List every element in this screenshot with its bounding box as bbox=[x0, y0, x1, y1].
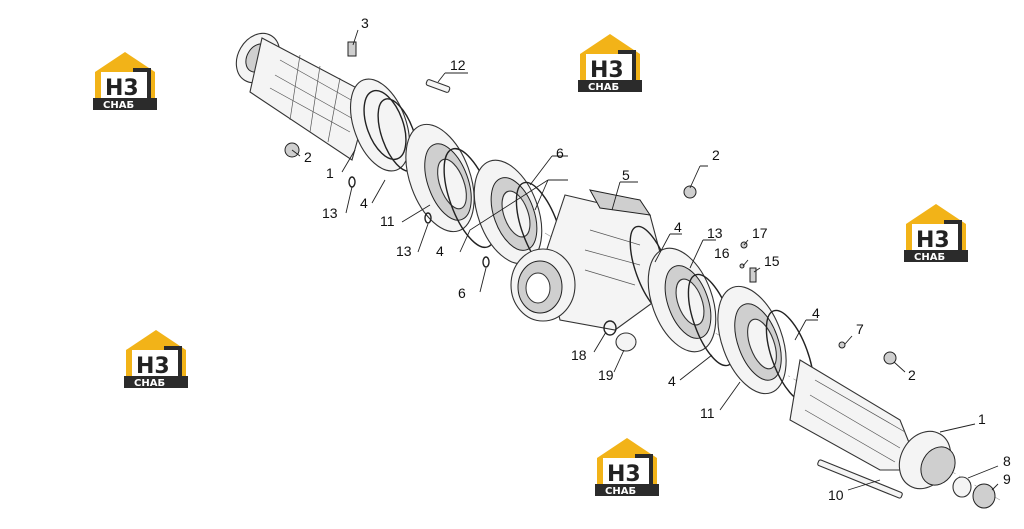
callout-label: 6 bbox=[556, 145, 564, 161]
watermark-logo: H3 СНАБ bbox=[124, 330, 188, 389]
right-axle-housing bbox=[789, 359, 956, 490]
seal-ring-13b bbox=[424, 212, 432, 224]
callout-label: 18 bbox=[571, 347, 587, 363]
long-bolt-10 bbox=[817, 459, 903, 499]
logo-word-text: СНАБ bbox=[605, 486, 636, 497]
watermark-logo: H3 СНАБ bbox=[595, 438, 659, 497]
watermark-logo: H3 СНАБ bbox=[904, 204, 968, 263]
callout-label: 16 bbox=[714, 245, 730, 261]
fitting-16 bbox=[739, 263, 745, 269]
callout-label: 13 bbox=[396, 243, 412, 259]
logo-badge-text: H3 bbox=[136, 354, 170, 379]
washer-9 bbox=[972, 483, 996, 509]
callout-label: 5 bbox=[622, 167, 630, 183]
logo-word-text: СНАБ bbox=[588, 82, 619, 93]
stud-bolt bbox=[425, 79, 451, 93]
callout-label: 13 bbox=[707, 225, 723, 241]
logo-word-text: СНАБ bbox=[134, 378, 165, 389]
fitting-7 bbox=[838, 341, 846, 349]
seal-ring-18 bbox=[603, 320, 617, 336]
logo-badge-text: H3 bbox=[607, 462, 641, 487]
callout-label: 2 bbox=[304, 149, 312, 165]
callout-label: 4 bbox=[436, 243, 444, 259]
callout-label: 4 bbox=[674, 219, 682, 235]
logo-word-text: СНАБ bbox=[914, 252, 945, 263]
logo-word-text: СНАБ bbox=[103, 100, 134, 111]
watermark-logo: H3 СНАБ bbox=[93, 52, 157, 111]
seal-ring-13a bbox=[348, 176, 356, 188]
callout-label: 15 bbox=[764, 253, 780, 269]
callout-label: 13 bbox=[322, 205, 338, 221]
callout-label: 2 bbox=[712, 147, 720, 163]
differential-center-housing bbox=[510, 189, 671, 331]
drain-plug-center bbox=[683, 185, 697, 199]
callout-label: 2 bbox=[908, 367, 916, 383]
callout-label: 12 bbox=[450, 57, 466, 73]
watermark-logo: H3 СНАБ bbox=[578, 34, 642, 93]
callout-label: 4 bbox=[668, 373, 676, 389]
logo-badge-text: H3 bbox=[105, 76, 139, 101]
plug-19 bbox=[615, 332, 637, 352]
callout-labels: 3 12 2 1 13 4 6 11 13 4 5 2 4 6 13 17 16… bbox=[304, 15, 1011, 503]
callout-label: 1 bbox=[326, 165, 334, 181]
callout-label: 4 bbox=[812, 305, 820, 321]
callout-label: 1 bbox=[978, 411, 986, 427]
fitting-15 bbox=[749, 267, 757, 283]
callout-label: 17 bbox=[752, 225, 768, 241]
callout-label: 11 bbox=[380, 213, 395, 229]
callout-label: 4 bbox=[360, 195, 368, 211]
right-planetary-housing bbox=[717, 285, 787, 395]
callout-label: 9 bbox=[1003, 471, 1011, 487]
logo-badge-text: H3 bbox=[916, 228, 950, 253]
left-ring-carrier bbox=[350, 78, 419, 172]
logo-badge-text: H3 bbox=[590, 58, 624, 83]
callout-label: 11 bbox=[700, 405, 715, 421]
callout-label: 7 bbox=[856, 321, 864, 337]
callout-label: 6 bbox=[458, 285, 466, 301]
left-bearing-carrier bbox=[473, 159, 543, 265]
left-axle-housing bbox=[235, 32, 371, 161]
leader-lines bbox=[291, 29, 999, 491]
callout-label: 8 bbox=[1003, 453, 1011, 469]
callout-label: 10 bbox=[828, 487, 844, 503]
callout-label: 3 bbox=[361, 15, 369, 31]
callout-label: 19 bbox=[598, 367, 614, 383]
seal-ring-13c bbox=[482, 256, 490, 268]
drain-plug-right bbox=[883, 351, 897, 365]
breather-valve bbox=[347, 41, 357, 57]
bushing-8 bbox=[952, 476, 972, 498]
